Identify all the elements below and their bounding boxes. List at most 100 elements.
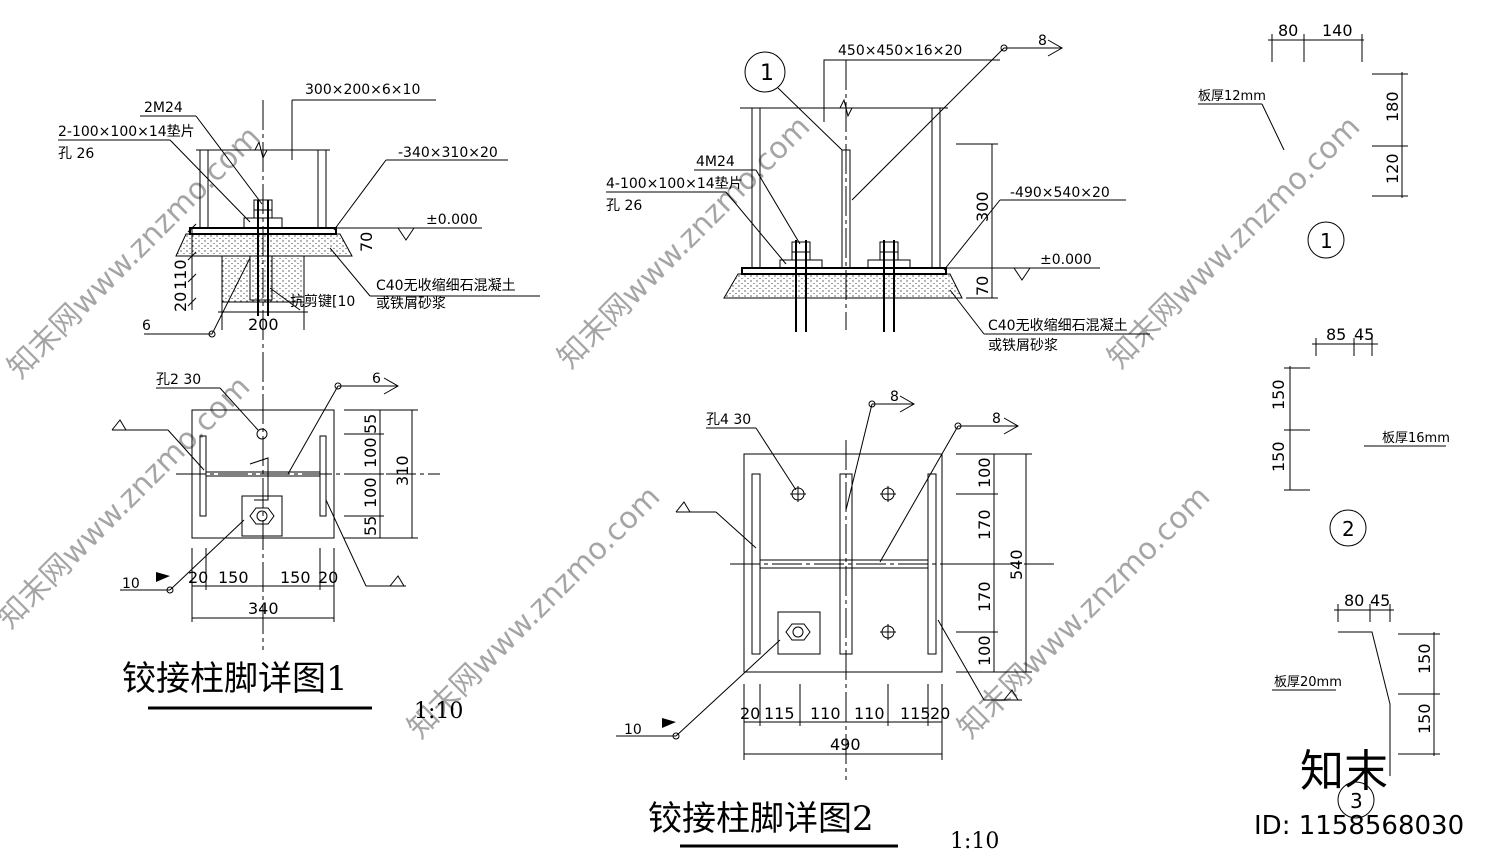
stiffener-detail-1: 80 140 180 120 板厚12mm 1	[1198, 21, 1408, 259]
dim-tick	[187, 297, 197, 307]
weld-leader	[287, 385, 339, 475]
detail2-plan: 孔4 30 8 8 10 100 170 170 100 540	[616, 389, 1054, 854]
dim-text: 115	[900, 704, 931, 723]
dim-text: 20	[318, 568, 338, 587]
level-triangle	[397, 227, 415, 241]
dim-text: 150	[1269, 441, 1288, 472]
dim-text: 120	[1383, 153, 1402, 184]
washer-plan	[777, 611, 821, 655]
dim-text: 340	[248, 599, 279, 618]
leader-baseplate	[333, 159, 387, 231]
weld-flag	[156, 572, 170, 582]
dim-text: 100	[361, 437, 380, 468]
weld-symbol	[389, 575, 405, 587]
weld-size-label: 8	[890, 389, 899, 405]
flange-plan	[751, 473, 761, 655]
weld-size-label: 8	[992, 411, 1001, 427]
weld-node	[334, 382, 342, 390]
detail-marker-number: 3	[1350, 789, 1363, 813]
hole-label: 孔 26	[606, 198, 642, 214]
level-triangle	[1013, 267, 1031, 281]
dim-text: 55	[361, 516, 380, 536]
leader-washers	[169, 139, 251, 223]
bolt-nut	[791, 251, 811, 261]
dim-text: 110	[171, 259, 190, 290]
leader-thickness	[1261, 103, 1285, 151]
detail2-scale: 1:10	[950, 829, 999, 854]
dim-tick	[187, 223, 197, 233]
stiffener-detail-3: 80 45 150 150 板厚20mm 3	[1272, 591, 1440, 819]
detail1-scale: 1:10	[414, 699, 463, 724]
weld-leader	[325, 499, 367, 587]
watermark-id: ID: 1158568030	[1254, 811, 1464, 841]
leader-thickness	[1338, 631, 1391, 776]
grout-label-2: 或铁屑砂浆	[376, 296, 446, 312]
weld-symbol	[1003, 689, 1019, 701]
weld-node	[208, 330, 216, 338]
level-label: ±0.000	[426, 212, 478, 228]
weld-size-label: 10	[122, 576, 140, 592]
dim-tick	[187, 273, 197, 283]
weld-leader	[167, 429, 205, 471]
bolt-nut-plan	[249, 507, 275, 525]
washer-plate	[779, 259, 823, 269]
grout-label-1: C40无收缩细石混凝土	[988, 318, 1128, 334]
leader-hole	[219, 387, 259, 431]
leader-washers	[725, 191, 787, 265]
grout-layer	[723, 273, 963, 299]
weld-size-label: 6	[372, 371, 381, 387]
thickness-label: 板厚20mm	[1274, 675, 1342, 690]
marker-leader	[777, 87, 843, 151]
stiffener-detail-2: 85 45 150 150 板厚16mm 2	[1269, 325, 1450, 547]
detail2-elevation: 1 450×450×16×20 8 4M24	[606, 33, 1150, 354]
plan-hole-label: 孔4 30	[706, 412, 751, 428]
weld-flag	[1047, 39, 1064, 57]
weld-size-label: 6	[142, 318, 151, 334]
shearkey-label: 抗剪键[10	[290, 294, 355, 310]
bolt-plan	[792, 626, 804, 638]
dim-text: 540	[1007, 549, 1026, 580]
flange-plan	[927, 473, 937, 655]
weld-leader	[845, 403, 873, 511]
weld-node	[166, 586, 174, 594]
dim-text: 115	[764, 704, 795, 723]
washers-label: 2-100×100×14垫片	[58, 124, 195, 140]
dim-tick	[187, 251, 197, 261]
bolt-nut	[791, 241, 811, 253]
bolt-nut-plan	[785, 623, 811, 641]
dim-text: 85	[1326, 325, 1346, 344]
dim-text: 150	[1415, 643, 1434, 674]
weld-symbol	[675, 501, 691, 513]
thickness-label: 板厚12mm	[1198, 89, 1266, 104]
detail1-elevation: ±0.000 300×200×6×10 2M24 2-100×100×14垫片 …	[58, 82, 540, 650]
leader-grout	[949, 289, 985, 335]
detail2-title: 铰接柱脚详图2	[648, 799, 874, 839]
hole-label: 孔 26	[58, 146, 94, 162]
dim-text: 110	[854, 704, 885, 723]
dim-text: 100	[975, 457, 994, 488]
dim-text: 55	[361, 414, 380, 434]
leader-hole	[755, 427, 797, 491]
dim-text: 80	[1278, 21, 1298, 40]
dim-text: 140	[1322, 21, 1353, 40]
dim-text: 80	[1344, 591, 1364, 610]
grout-label-2: 或铁屑砂浆	[988, 338, 1058, 354]
leader-column	[823, 59, 1000, 122]
dim-text: 180	[1383, 91, 1402, 122]
shear-key	[249, 255, 273, 301]
bolt-plan	[256, 510, 268, 522]
bolts-label: 2M24	[144, 100, 183, 116]
dim-text: 45	[1370, 591, 1390, 610]
weld-leader	[715, 511, 757, 549]
weld-node	[868, 400, 876, 408]
break-symbol	[254, 140, 268, 160]
dim-text: 70	[973, 276, 992, 296]
washers-label: 4-100×100×14垫片	[606, 176, 743, 192]
dim-text: 200	[248, 315, 279, 334]
bolts-label: 4M24	[696, 154, 735, 170]
baseplate-label: -340×310×20	[398, 145, 498, 161]
dim-text: 20	[930, 704, 950, 723]
dim-text: 20	[188, 568, 208, 587]
weld-leader	[675, 639, 781, 737]
leader-bolts	[755, 169, 801, 245]
